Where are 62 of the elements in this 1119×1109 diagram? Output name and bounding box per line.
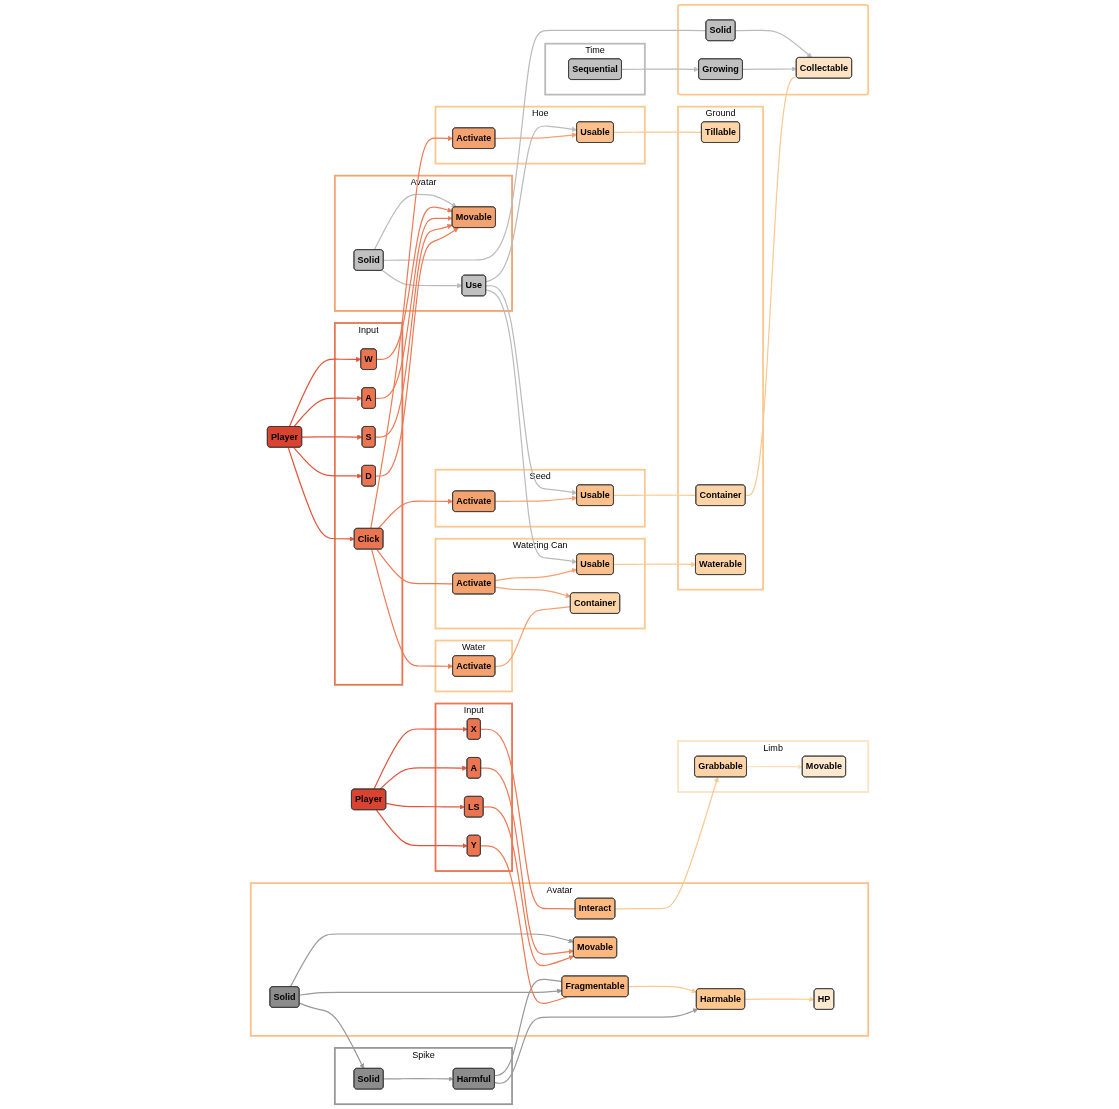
arrow: [287, 446, 355, 542]
arrow: [485, 289, 578, 564]
arrow: [382, 1076, 454, 1082]
connector: [376, 548, 454, 585]
arrow: [494, 495, 578, 503]
arrow: [370, 135, 454, 530]
arrow: [742, 66, 797, 72]
arrow: [746, 764, 803, 770]
arrow: [374, 224, 453, 438]
arrow: [289, 933, 574, 988]
arrow: [375, 227, 459, 477]
arrow: [480, 767, 574, 955]
cluster: [434, 639, 513, 693]
arrow: [298, 1002, 365, 1069]
arrow: [293, 446, 363, 479]
cluster: [434, 468, 646, 528]
cluster: [677, 740, 870, 793]
cluster: [333, 174, 513, 312]
arrow: [485, 285, 578, 495]
arrow: [613, 561, 696, 568]
cluster: [677, 3, 870, 96]
arrow: [482, 806, 575, 967]
cluster: [434, 105, 646, 165]
arrow: [375, 215, 453, 399]
arrow: [385, 802, 465, 810]
arrow: [373, 193, 457, 251]
arrow: [298, 988, 563, 996]
connector: [613, 131, 703, 134]
arrow: [379, 765, 468, 790]
arrow: [373, 726, 468, 790]
connector: [480, 845, 568, 1005]
cluster: [333, 322, 404, 686]
arrow: [627, 985, 697, 994]
cluster: [434, 537, 646, 630]
arrow: [288, 356, 362, 428]
arrow: [377, 498, 454, 530]
arrow: [744, 996, 815, 1002]
arrow: [494, 586, 571, 598]
cluster: [333, 1047, 513, 1106]
cluster: [677, 105, 764, 591]
connector: [744, 76, 798, 497]
cluster: [249, 882, 870, 1037]
arrow: [494, 568, 578, 582]
arrow: [371, 548, 454, 669]
arrow: [381, 269, 463, 289]
arrow: [375, 809, 468, 849]
arrow: [494, 132, 578, 140]
connector: [382, 29, 707, 261]
arrow: [485, 125, 578, 283]
connector: [613, 494, 697, 497]
arrow: [614, 776, 719, 910]
arrow: [376, 206, 453, 361]
cluster: [434, 702, 513, 872]
connector: [494, 606, 572, 667]
connector: [494, 978, 563, 1077]
arrow: [301, 434, 363, 440]
connector: [480, 728, 576, 910]
arrow: [494, 1008, 699, 1084]
arrow: [621, 66, 700, 73]
arrow: [734, 29, 813, 58]
arrow: [293, 395, 363, 428]
cluster: [544, 42, 646, 96]
